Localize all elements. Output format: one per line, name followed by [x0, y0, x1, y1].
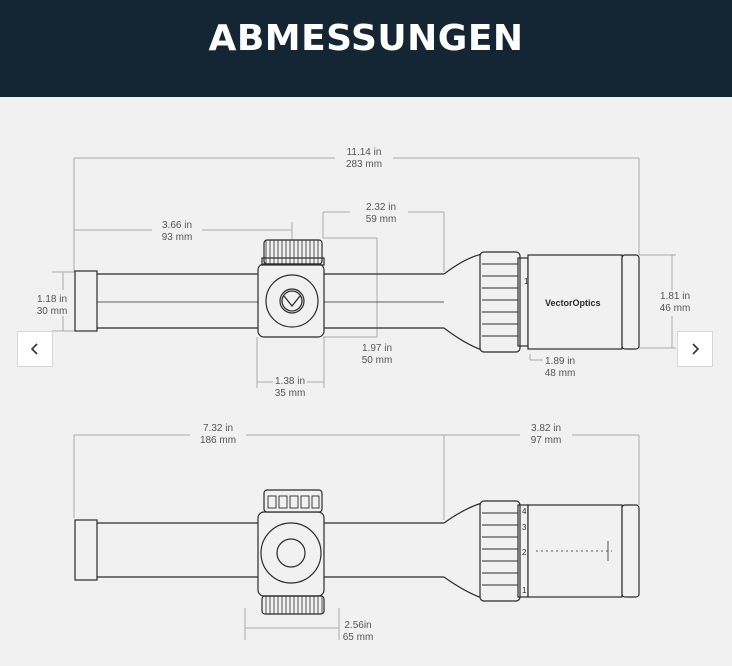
top-view-dimension-lines	[52, 157, 676, 388]
zoom-mark-2: 2	[522, 548, 527, 557]
previous-image-button[interactable]	[17, 331, 53, 367]
eyepiece-diameter-mm: 48 mm	[545, 368, 576, 379]
page-header: ABMESSUNGEN	[0, 0, 732, 97]
zoom-mark-top: 1	[524, 277, 529, 286]
bottom-view-dimension-lines	[73, 434, 640, 640]
chevron-left-icon	[30, 343, 38, 355]
turret-width-in: 1.38 in	[275, 376, 305, 387]
bottom-view-scope	[74, 489, 640, 615]
zoom-mark-1: 1	[522, 586, 527, 595]
objective-diameter-mm: 46 mm	[660, 303, 691, 314]
eyepiece-length-in: 3.82 in	[531, 423, 561, 434]
zoom-mark-4: 4	[522, 507, 527, 516]
top-view-scope	[74, 239, 640, 353]
front-tube-length-in: 3.66 in	[162, 220, 192, 231]
turret-height-mm: 50 mm	[362, 355, 393, 366]
chevron-right-icon	[692, 343, 700, 355]
top-view-labels: 11.14 in 283 mm 3.66 in 93 mm 2.32 in 59…	[37, 147, 691, 399]
front-to-ring-mm: 186 mm	[200, 435, 236, 446]
objective-diameter-in: 1.81 in	[660, 291, 690, 302]
overall-length-in: 11.14 in	[347, 147, 382, 158]
brand-logo-text: VectorOptics	[545, 298, 601, 308]
eyepiece-diameter-in: 1.89 in	[545, 356, 575, 367]
eyepiece-length-mm: 97 mm	[531, 435, 562, 446]
front-to-ring-in: 7.32 in	[203, 423, 233, 434]
turret-to-bell-mm: 59 mm	[366, 214, 397, 225]
bottom-view-labels: 7.32 in 186 mm 3.82 in 97 mm 2.56in 65 m…	[200, 423, 561, 643]
scope-dimension-drawing: 1 VectorOptics 11.14 in 283 mm 3.66 in 9…	[0, 97, 732, 666]
saddle-width-in: 2.56in	[344, 620, 371, 631]
saddle-width-mm: 65 mm	[343, 632, 374, 643]
front-tube-length-mm: 93 mm	[162, 232, 193, 243]
tube-diameter-in: 1.18 in	[37, 294, 67, 305]
turret-width-mm: 35 mm	[275, 388, 306, 399]
turret-height-in: 1.97 in	[362, 343, 392, 354]
overall-length-mm: 283 mm	[346, 159, 382, 170]
tube-diameter-mm: 30 mm	[37, 306, 68, 317]
next-image-button[interactable]	[677, 331, 713, 367]
zoom-mark-3: 3	[522, 523, 527, 532]
brand-logo-icon	[281, 290, 303, 312]
bottom-zoom-marks: 4 3 2 1	[522, 507, 527, 595]
turret-to-bell-in: 2.32 in	[366, 202, 396, 213]
page-title: ABMESSUNGEN	[208, 18, 524, 59]
